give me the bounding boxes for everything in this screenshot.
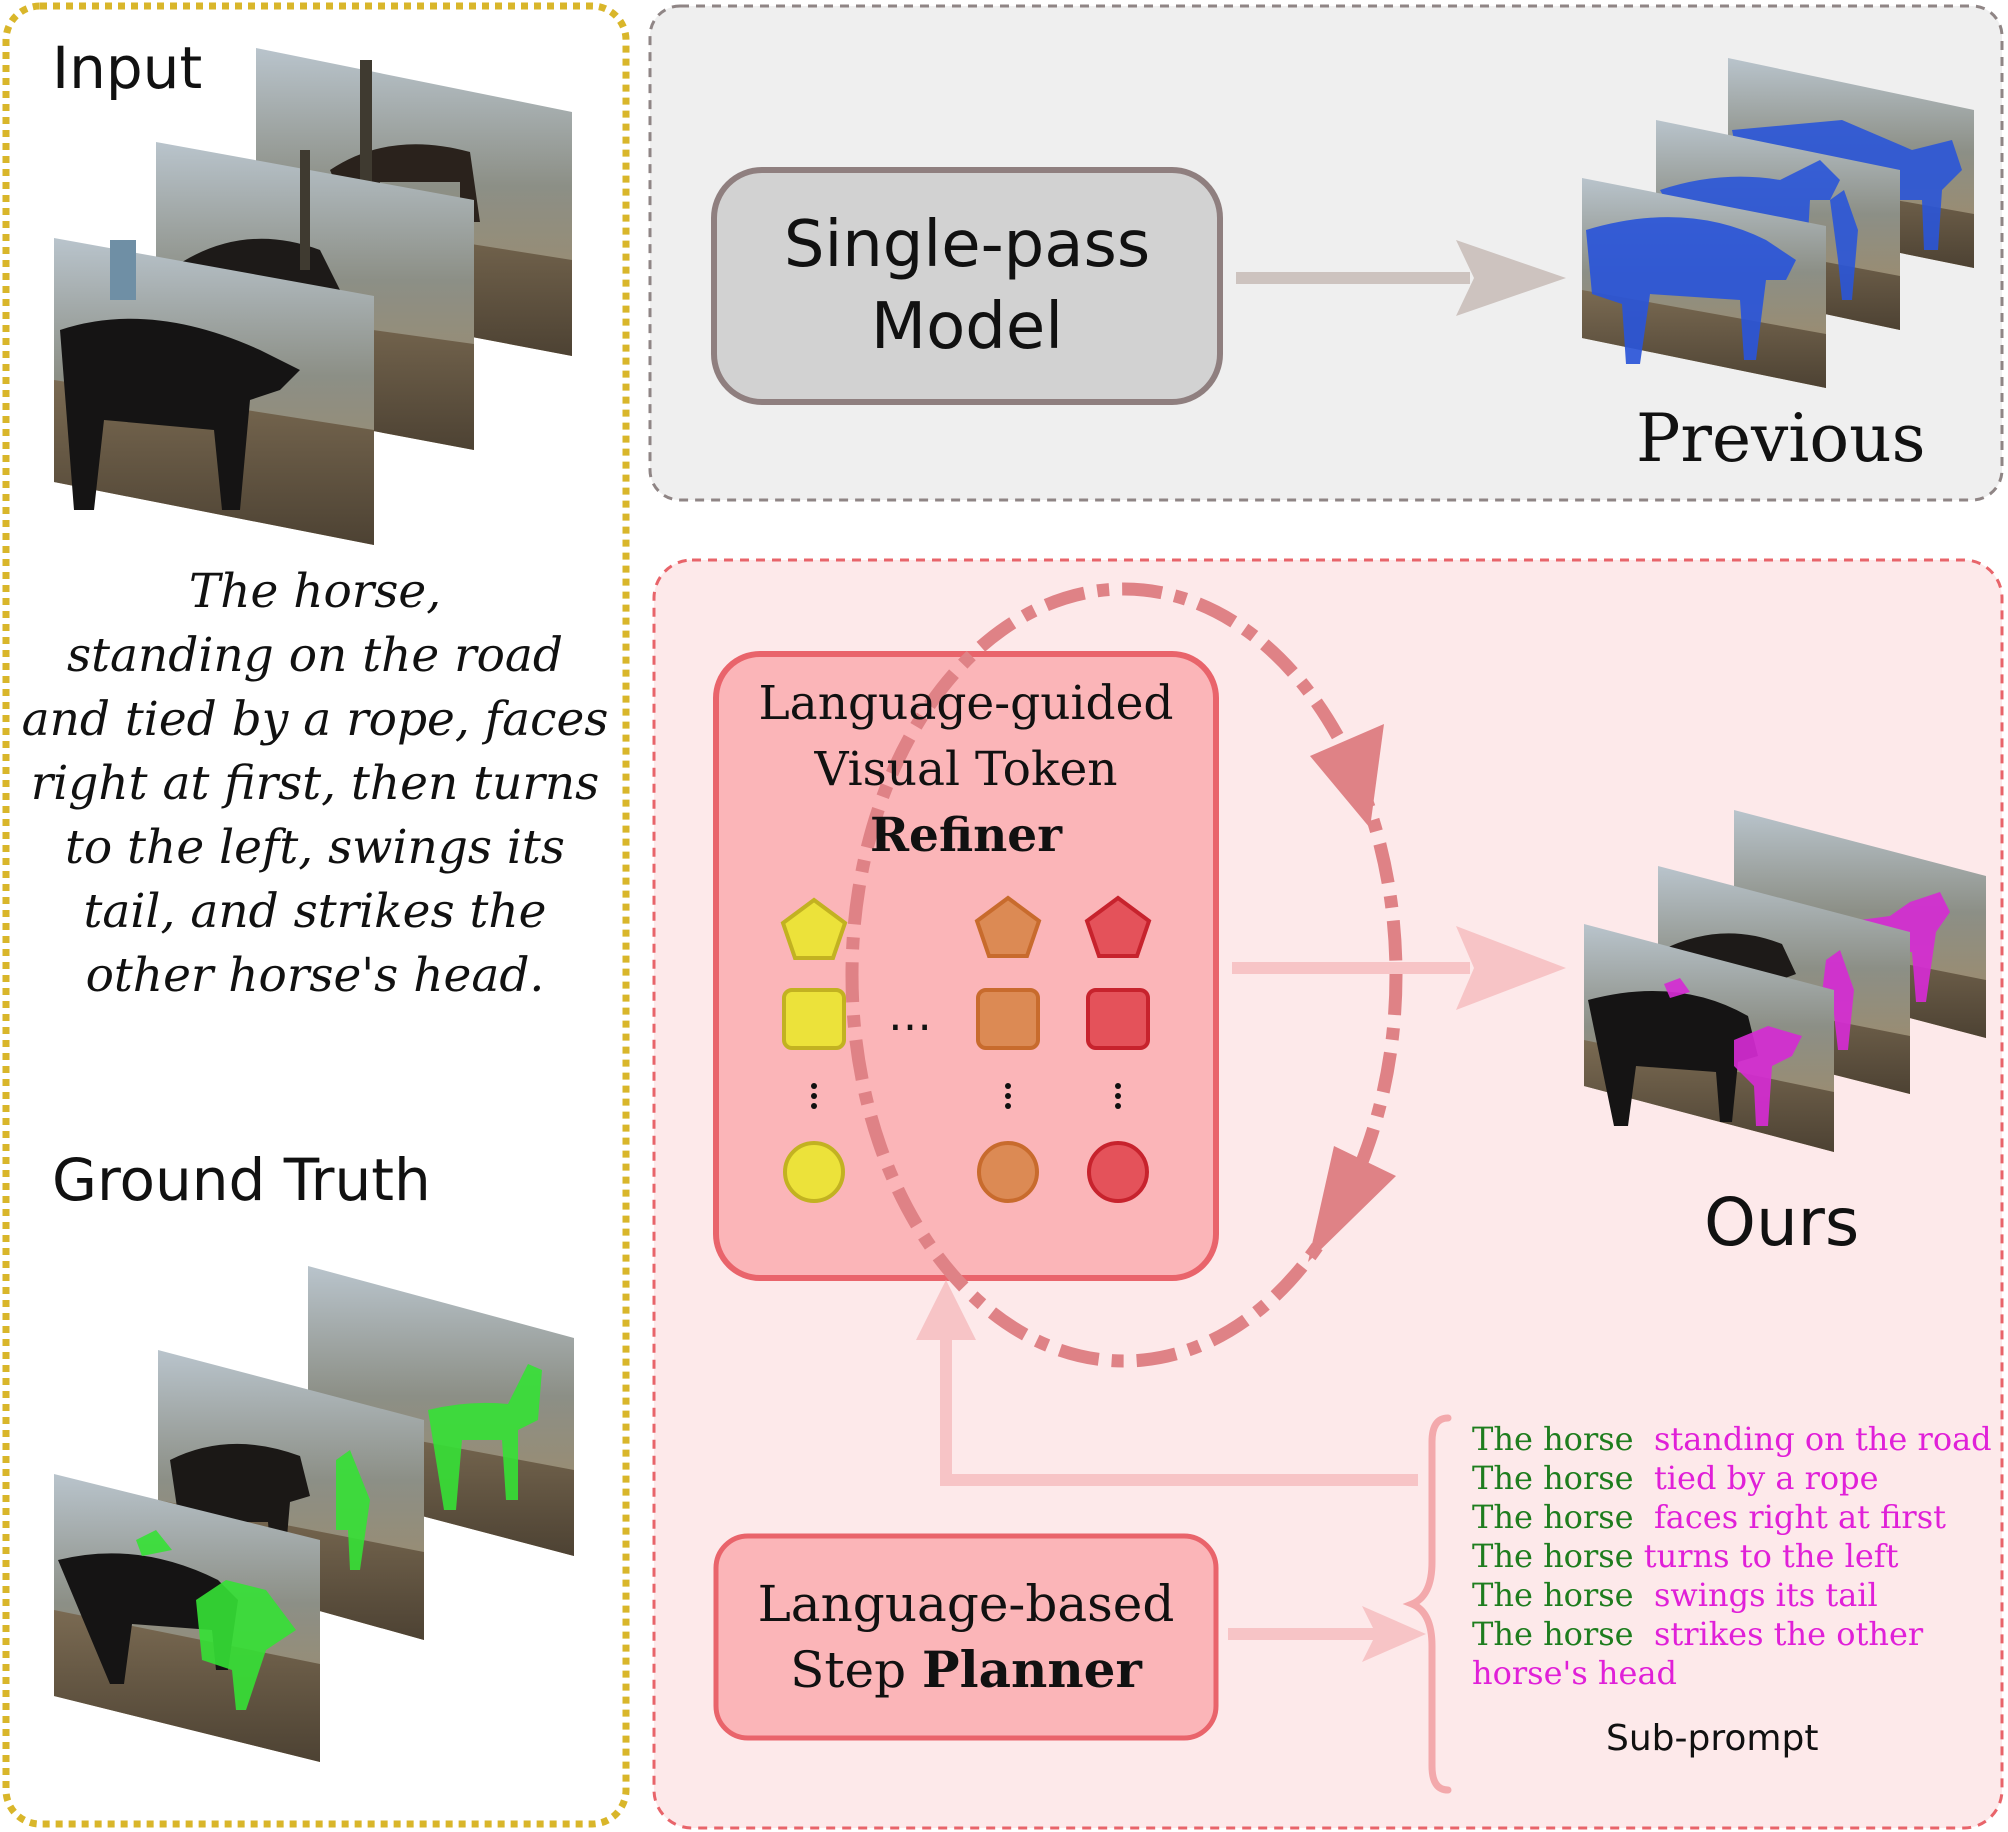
planner-line-2a: Step bbox=[790, 1641, 922, 1699]
token-circle-red bbox=[1087, 1141, 1149, 1203]
gt-frame-1 bbox=[54, 1474, 320, 1762]
sub-prompt-item: The horse faces right at first bbox=[1472, 1498, 1946, 1536]
subprompt-brace bbox=[1402, 1414, 1452, 1794]
caption-line: The horse, bbox=[188, 564, 442, 619]
planner-line-2b: Planner bbox=[921, 1640, 1142, 1699]
refiner-line-1: Language-guided bbox=[758, 676, 1174, 731]
planner-line-1: Language-based bbox=[757, 1575, 1175, 1633]
loop-arrowhead-upper bbox=[1310, 724, 1384, 828]
model-line-2: Model bbox=[870, 290, 1064, 364]
refinement-loop bbox=[845, 582, 1403, 1368]
planner-line-2: Step Planner bbox=[790, 1637, 1142, 1703]
token-square-yellow bbox=[782, 988, 846, 1050]
sub-prompt-predicate: standing on the road bbox=[1653, 1420, 1992, 1458]
model-line-1: Single-pass bbox=[783, 208, 1151, 282]
sub-prompt-subject: The horse bbox=[1472, 1615, 1634, 1653]
sub-prompt-item: The horse tied by a rope bbox=[1472, 1459, 1879, 1497]
previous-label: Previous bbox=[1636, 400, 1926, 477]
sub-prompt-item: The horse swings its tail bbox=[1472, 1576, 1878, 1614]
caption-line: to the left, swings its bbox=[65, 820, 565, 875]
input-label: Input bbox=[52, 34, 203, 102]
token-square-red bbox=[1086, 988, 1150, 1050]
sub-prompt-subject: The horse bbox=[1472, 1459, 1634, 1497]
sub-prompt-predicate: horse's head bbox=[1472, 1654, 1678, 1692]
refiner-title: Language-guided Visual Token Refiner bbox=[716, 670, 1216, 870]
sub-prompt-subject: The horse bbox=[1472, 1576, 1634, 1614]
input-frame-1 bbox=[54, 238, 374, 545]
subprompt-feedback-arrow bbox=[940, 1332, 1418, 1486]
sub-prompt-predicate: turns to the left bbox=[1643, 1537, 1899, 1575]
sub-prompt-predicate: tied by a rope bbox=[1653, 1459, 1879, 1497]
sub-prompt-subject: The horse bbox=[1472, 1420, 1634, 1458]
token-ellipsis: … bbox=[888, 990, 932, 1041]
loop-arrowhead-lower bbox=[1308, 1146, 1396, 1262]
ours-label: Ours bbox=[1704, 1184, 1860, 1261]
ours-frame-1 bbox=[1584, 924, 1834, 1152]
planner-box bbox=[713, 1533, 1219, 1741]
refiner-line-3: Refiner bbox=[870, 808, 1062, 863]
sub-prompt-predicate: faces right at first bbox=[1653, 1498, 1946, 1536]
token-vdots bbox=[811, 1083, 1121, 1109]
token-square-orange bbox=[976, 988, 1040, 1050]
token-pentagon-red bbox=[1084, 895, 1152, 958]
caption-line: and tied by a rope, faces bbox=[21, 692, 609, 747]
query-caption: The horse, standing on the road and tied… bbox=[10, 560, 620, 1008]
sub-prompt-item: The horse standing on the road bbox=[1472, 1420, 1992, 1458]
sub-prompt-item: horse's head bbox=[1472, 1654, 1677, 1692]
ground-truth-label: Ground Truth bbox=[52, 1146, 431, 1214]
token-pentagon-yellow bbox=[780, 897, 848, 960]
input-panel-border bbox=[2, 2, 630, 1828]
token-circle-yellow bbox=[783, 1141, 845, 1203]
single-pass-model-box bbox=[711, 167, 1223, 405]
single-pass-model-text: Single-pass Model bbox=[714, 170, 1220, 402]
caption-line: other horse's head. bbox=[85, 948, 545, 1003]
previous-frame-1 bbox=[1582, 178, 1826, 388]
sub-prompt-subject: The horse bbox=[1472, 1537, 1634, 1575]
sub-prompt-item: The horse turns to the left bbox=[1472, 1537, 1898, 1575]
sub-prompt-label: Sub-prompt bbox=[1606, 1718, 1819, 1759]
planner-title: Language-based Step Planner bbox=[716, 1536, 1216, 1738]
refiner-line-2: Visual Token bbox=[814, 742, 1118, 797]
token-pentagon-orange bbox=[974, 895, 1042, 958]
caption-line: tail, and strikes the bbox=[83, 884, 547, 939]
sub-prompt-item: The horse strikes the other bbox=[1472, 1615, 1923, 1653]
caption-line: standing on the road bbox=[66, 628, 563, 683]
sub-prompt-predicate: strikes the other bbox=[1653, 1615, 1924, 1653]
sub-prompt-subject: The horse bbox=[1472, 1498, 1634, 1536]
token-circle-orange bbox=[977, 1141, 1039, 1203]
caption-line: right at first, then turns bbox=[30, 756, 600, 811]
sub-prompt-predicate: swings its tail bbox=[1653, 1576, 1878, 1614]
